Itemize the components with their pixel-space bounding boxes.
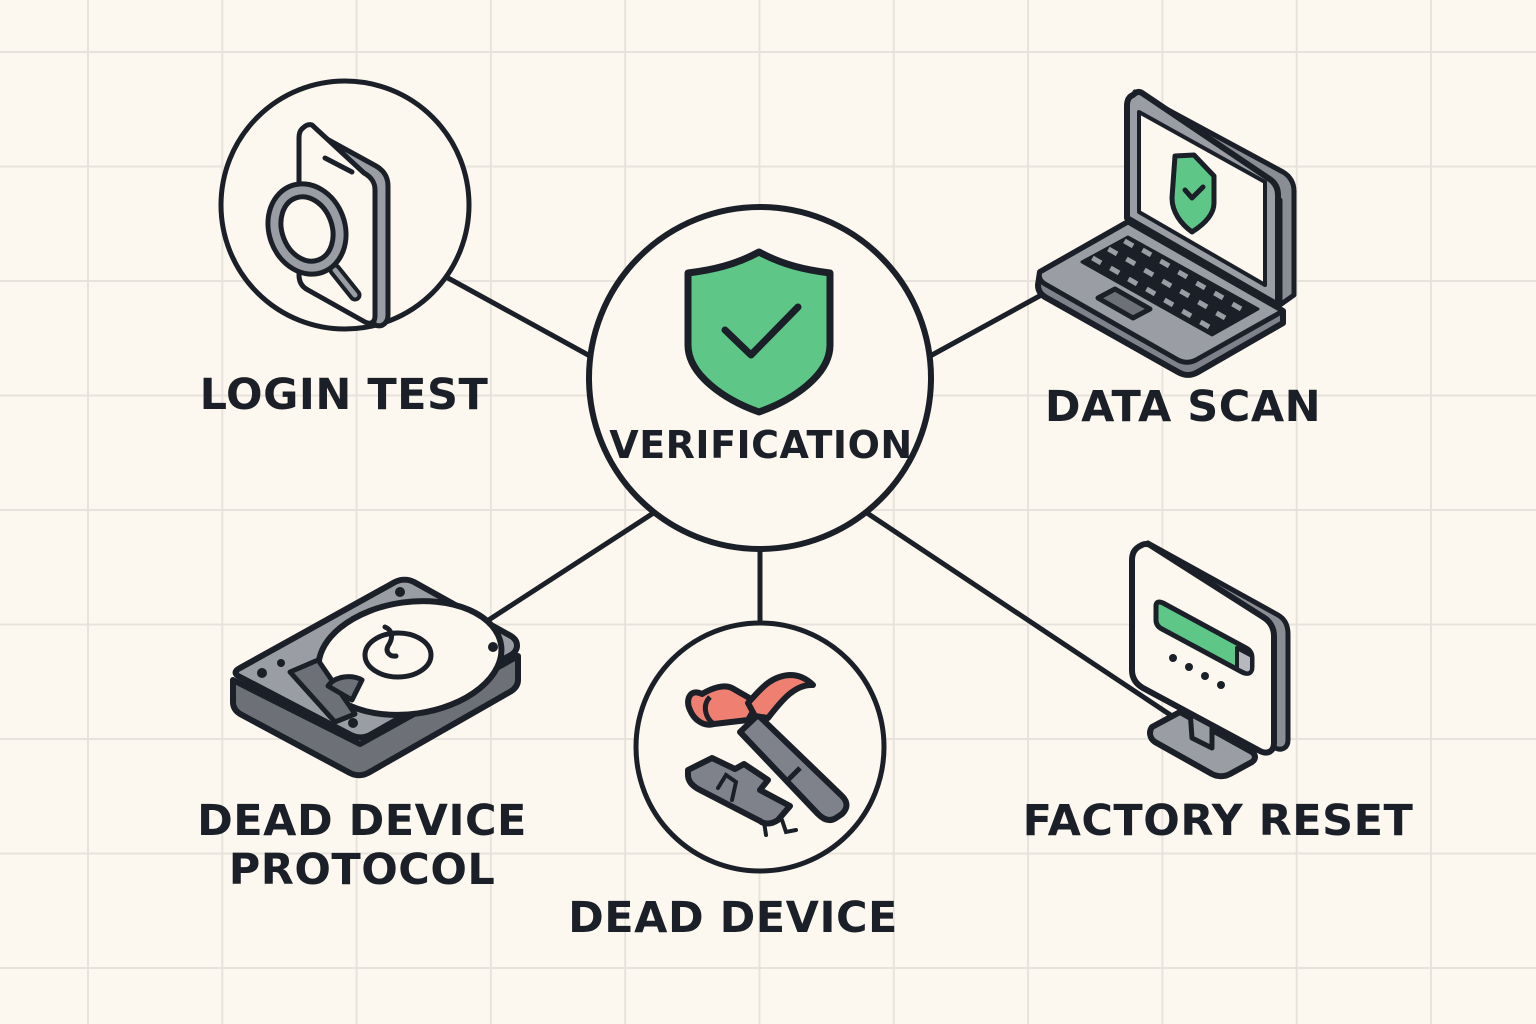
node-label-dead-device: DEAD DEVICE (568, 893, 898, 943)
factory-reset-node[interactable] (1129, 540, 1291, 780)
node-label-dead-device-protocol: DEAD DEVICE PROTOCOL (197, 796, 527, 896)
connectors (445, 275, 1178, 721)
keyboard-keys (1091, 238, 1243, 330)
edge-login-test (445, 275, 593, 359)
login-test-node[interactable] (218, 78, 472, 332)
edge-data-scan (929, 290, 1048, 358)
node-label-factory-reset: FACTORY RESET (1022, 796, 1414, 846)
phone-magnifier-icon (265, 122, 391, 329)
node-label-data-scan: DATA SCAN (1044, 382, 1322, 432)
edge-factory-reset (864, 510, 1178, 721)
hub-label-verification: VERIFICATION (609, 423, 913, 467)
dead-device-protocol-node[interactable] (230, 576, 521, 779)
data-scan-node[interactable] (1035, 88, 1297, 378)
edge-dead-device-protocol (481, 509, 658, 626)
node-label-login-test: LOGIN TEST (199, 370, 489, 420)
hammer-broken-device-icon (685, 672, 850, 837)
hub-verification-node[interactable] (586, 204, 934, 552)
node-label-dead-device-protocol-line1: DEAD DEVICE (197, 796, 527, 846)
shield-check-icon (684, 248, 834, 416)
monitor-progress-icon (1129, 540, 1291, 780)
laptop-shield-icon (1035, 88, 1297, 378)
dead-device-node[interactable] (633, 620, 887, 874)
node-label-dead-device-protocol-line2: PROTOCOL (228, 845, 496, 896)
hard-drive-icon (230, 576, 521, 779)
